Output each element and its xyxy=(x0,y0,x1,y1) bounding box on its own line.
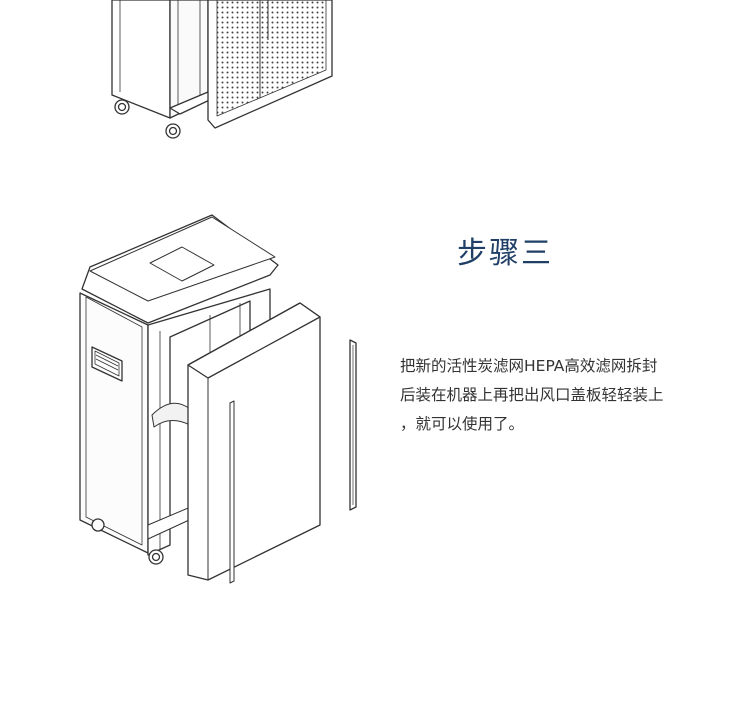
previous-step-illustration xyxy=(111,0,333,139)
instruction-line: 后装在机器上再把出风口盖板轻轻装上 xyxy=(400,386,664,404)
instruction-line: 把新的活性炭滤网HEPA高效滤网拆封 xyxy=(400,357,658,375)
instruction-line: ，就可以使用了。 xyxy=(400,415,525,433)
instruction-text: 把新的活性炭滤网HEPA高效滤网拆封 后装在机器上再把出风口盖板轻轻装上 ，就可… xyxy=(400,352,720,439)
step-title: 步骤三 xyxy=(457,236,553,271)
step-three-illustration xyxy=(79,214,357,584)
